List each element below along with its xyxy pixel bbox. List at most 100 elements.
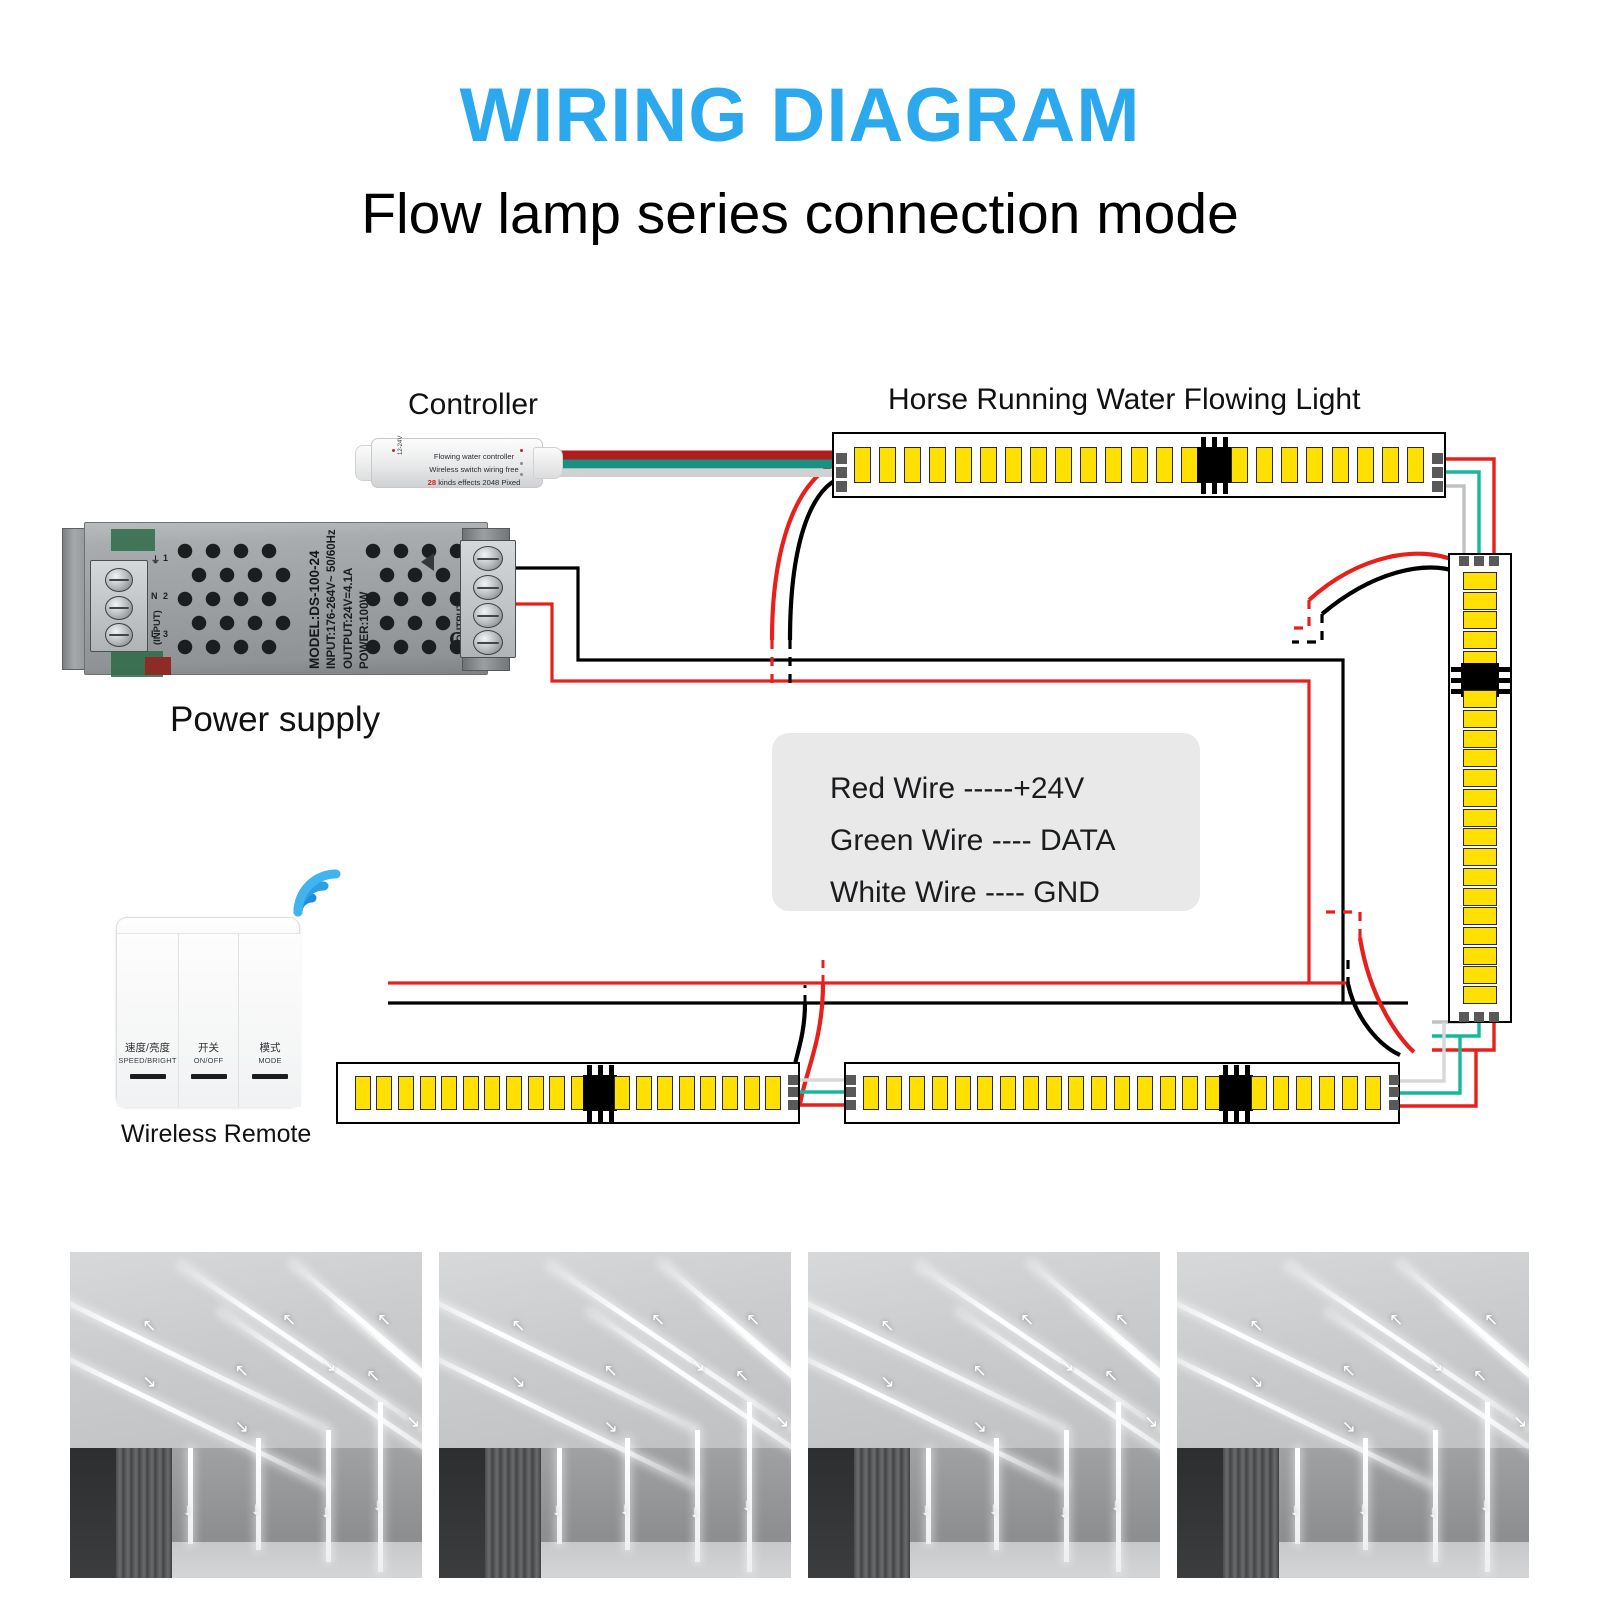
photo-direction-arrow: ↓ [1059, 1501, 1068, 1521]
photo-direction-arrow: ↘ [142, 1371, 157, 1391]
psu-output-text: OUTPUT:24V=4.1A [343, 567, 355, 669]
led-chip [854, 447, 872, 483]
led-chip [765, 1076, 782, 1110]
led-strip-ic-pin [1201, 483, 1207, 494]
led-strip-ic-pin [1223, 437, 1229, 448]
photo-light-drop [747, 1402, 752, 1572]
pad-bl-red-out [788, 1100, 798, 1110]
application-photo-1: ↖↖↘↘↖↖↘↘↖↖↘↘↓↓↓↓ [70, 1252, 422, 1578]
led-chip [1105, 447, 1123, 483]
photo-direction-arrow: ↖ [1341, 1360, 1356, 1380]
led-chip [1463, 729, 1497, 748]
remote-button-speed-bright-cn: 速度/亮度 [125, 1042, 170, 1054]
photo-light-drop [625, 1438, 630, 1550]
photo-curtain [1223, 1448, 1279, 1578]
controller-indicator-dot-right [520, 449, 523, 452]
pad-br-white-out [1389, 1075, 1399, 1085]
wire-red-curve-lower [1357, 937, 1416, 1054]
led-strip-ic-pin [1201, 437, 1207, 448]
photo-direction-arrow: ↖ [1104, 1366, 1119, 1386]
controller-button-dot-1[interactable] [520, 462, 523, 465]
led-strip-ic-pin [1222, 1065, 1228, 1076]
photo-direction-arrow: ↓ [742, 1494, 751, 1514]
wifi-signal-icon [293, 869, 341, 917]
psu-input-sym-l: L [151, 629, 157, 639]
led-chip [1296, 1076, 1313, 1110]
pad-bl-green-out [788, 1087, 798, 1097]
led-chip [1463, 946, 1497, 965]
led-strip-top [832, 432, 1446, 498]
controller-button-dot-2[interactable] [520, 473, 523, 476]
led-chip [1356, 447, 1374, 483]
page-title: WIRING DIAGRAM [459, 73, 1141, 158]
label-flowing-light: Horse Running Water Flowing Light [888, 383, 1361, 416]
led-chip [1341, 1076, 1358, 1110]
led-chip [419, 1076, 436, 1110]
pad-top-strip-in-white [836, 481, 847, 492]
led-chip [1463, 986, 1497, 1005]
remote-button-mode-cn: 模式 [259, 1042, 281, 1054]
led-chip [743, 1076, 760, 1110]
wireless-remote-switch[interactable]: 速度/亮度 SPEED/BRIGHT 开关 ON/OFF 模式 MODE [116, 917, 301, 1107]
photo-light-drop [256, 1438, 261, 1550]
photo-direction-arrow: ↘ [1144, 1412, 1159, 1432]
photo-direction-arrow: ↓ [552, 1499, 561, 1519]
controller-line-2: Wireless switch wiring free [429, 465, 519, 475]
led-chip [1182, 1076, 1199, 1110]
led-controller[interactable]: 12-24V Flowing water controller Wireless… [355, 432, 575, 494]
led-chip [1159, 1076, 1176, 1110]
label-power-supply: Power supply [170, 700, 381, 739]
photo-direction-arrow: ↓ [1358, 1498, 1367, 1518]
psu-power-text: POWER:100W [359, 591, 371, 669]
photo-direction-arrow: ↖ [366, 1366, 381, 1386]
photo-direction-arrow: ↘ [1429, 1355, 1444, 1375]
led-strip-ic-pin [1451, 677, 1462, 683]
photo-light-drop [994, 1438, 999, 1550]
led-strip-ic-pin [598, 1111, 604, 1122]
photo-ceiling [439, 1252, 791, 1472]
led-chip [1463, 571, 1497, 590]
wire-black-to-vstrip [1320, 565, 1459, 616]
led-chip [506, 1076, 522, 1110]
led-strip-ic-pin [1233, 1065, 1239, 1076]
remote-button-onoff[interactable]: 开关 ON/OFF [179, 934, 239, 1107]
photo-light-drop [1295, 1448, 1300, 1544]
led-chip [1055, 447, 1073, 483]
led-strip-ic [1218, 1075, 1253, 1111]
photo-ceiling [808, 1252, 1160, 1472]
pad-vstrip-red-top [1489, 556, 1499, 566]
pad-top-strip-green [1432, 467, 1443, 478]
wire-black-curve-lower [1345, 983, 1401, 1057]
led-chip [722, 1076, 738, 1110]
controller-effects-count: 28 [427, 478, 437, 488]
led-chip [635, 1076, 652, 1110]
wire-red-dashed-lower [1318, 910, 1362, 938]
photo-curtain [116, 1448, 172, 1578]
led-strip-ic-pin [1499, 677, 1510, 683]
led-strip-ic-pin [1212, 483, 1218, 494]
psu-output-screw-2 [473, 603, 503, 628]
led-chip [1463, 887, 1497, 906]
led-chip [1045, 1076, 1062, 1110]
wire-color-legend: Red Wire -----+24V Green Wire ---- DATA … [772, 733, 1200, 911]
wire-red-drop-bl [797, 982, 826, 1105]
psu-vent-left [175, 541, 295, 667]
pad-bl-white-out [788, 1075, 798, 1085]
psu-output-terminal-block [460, 540, 516, 658]
remote-button-mode[interactable]: 模式 MODE [239, 934, 301, 1107]
remote-button-speed-bright-en: SPEED/BRIGHT [118, 1056, 177, 1065]
photo-light-drop [1433, 1430, 1438, 1562]
pad-vstrip-white-bottom [1459, 1012, 1469, 1022]
photo-direction-arrow: ↘ [1341, 1416, 1356, 1436]
legend-row-red: Red Wire -----+24V [830, 772, 1085, 805]
photo-curtain [485, 1448, 541, 1578]
led-chip [1463, 907, 1497, 926]
pad-top-strip-red [1432, 453, 1443, 464]
led-strip-ic-pin [587, 1065, 593, 1076]
remote-button-speed-bright[interactable]: 速度/亮度 SPEED/BRIGHT [117, 934, 179, 1107]
photo-direction-arrow: ↖ [1473, 1366, 1488, 1386]
led-chip [1463, 631, 1497, 650]
photo-direction-arrow: ↓ [1111, 1494, 1120, 1514]
psu-input-term-1: 1 [163, 553, 169, 563]
